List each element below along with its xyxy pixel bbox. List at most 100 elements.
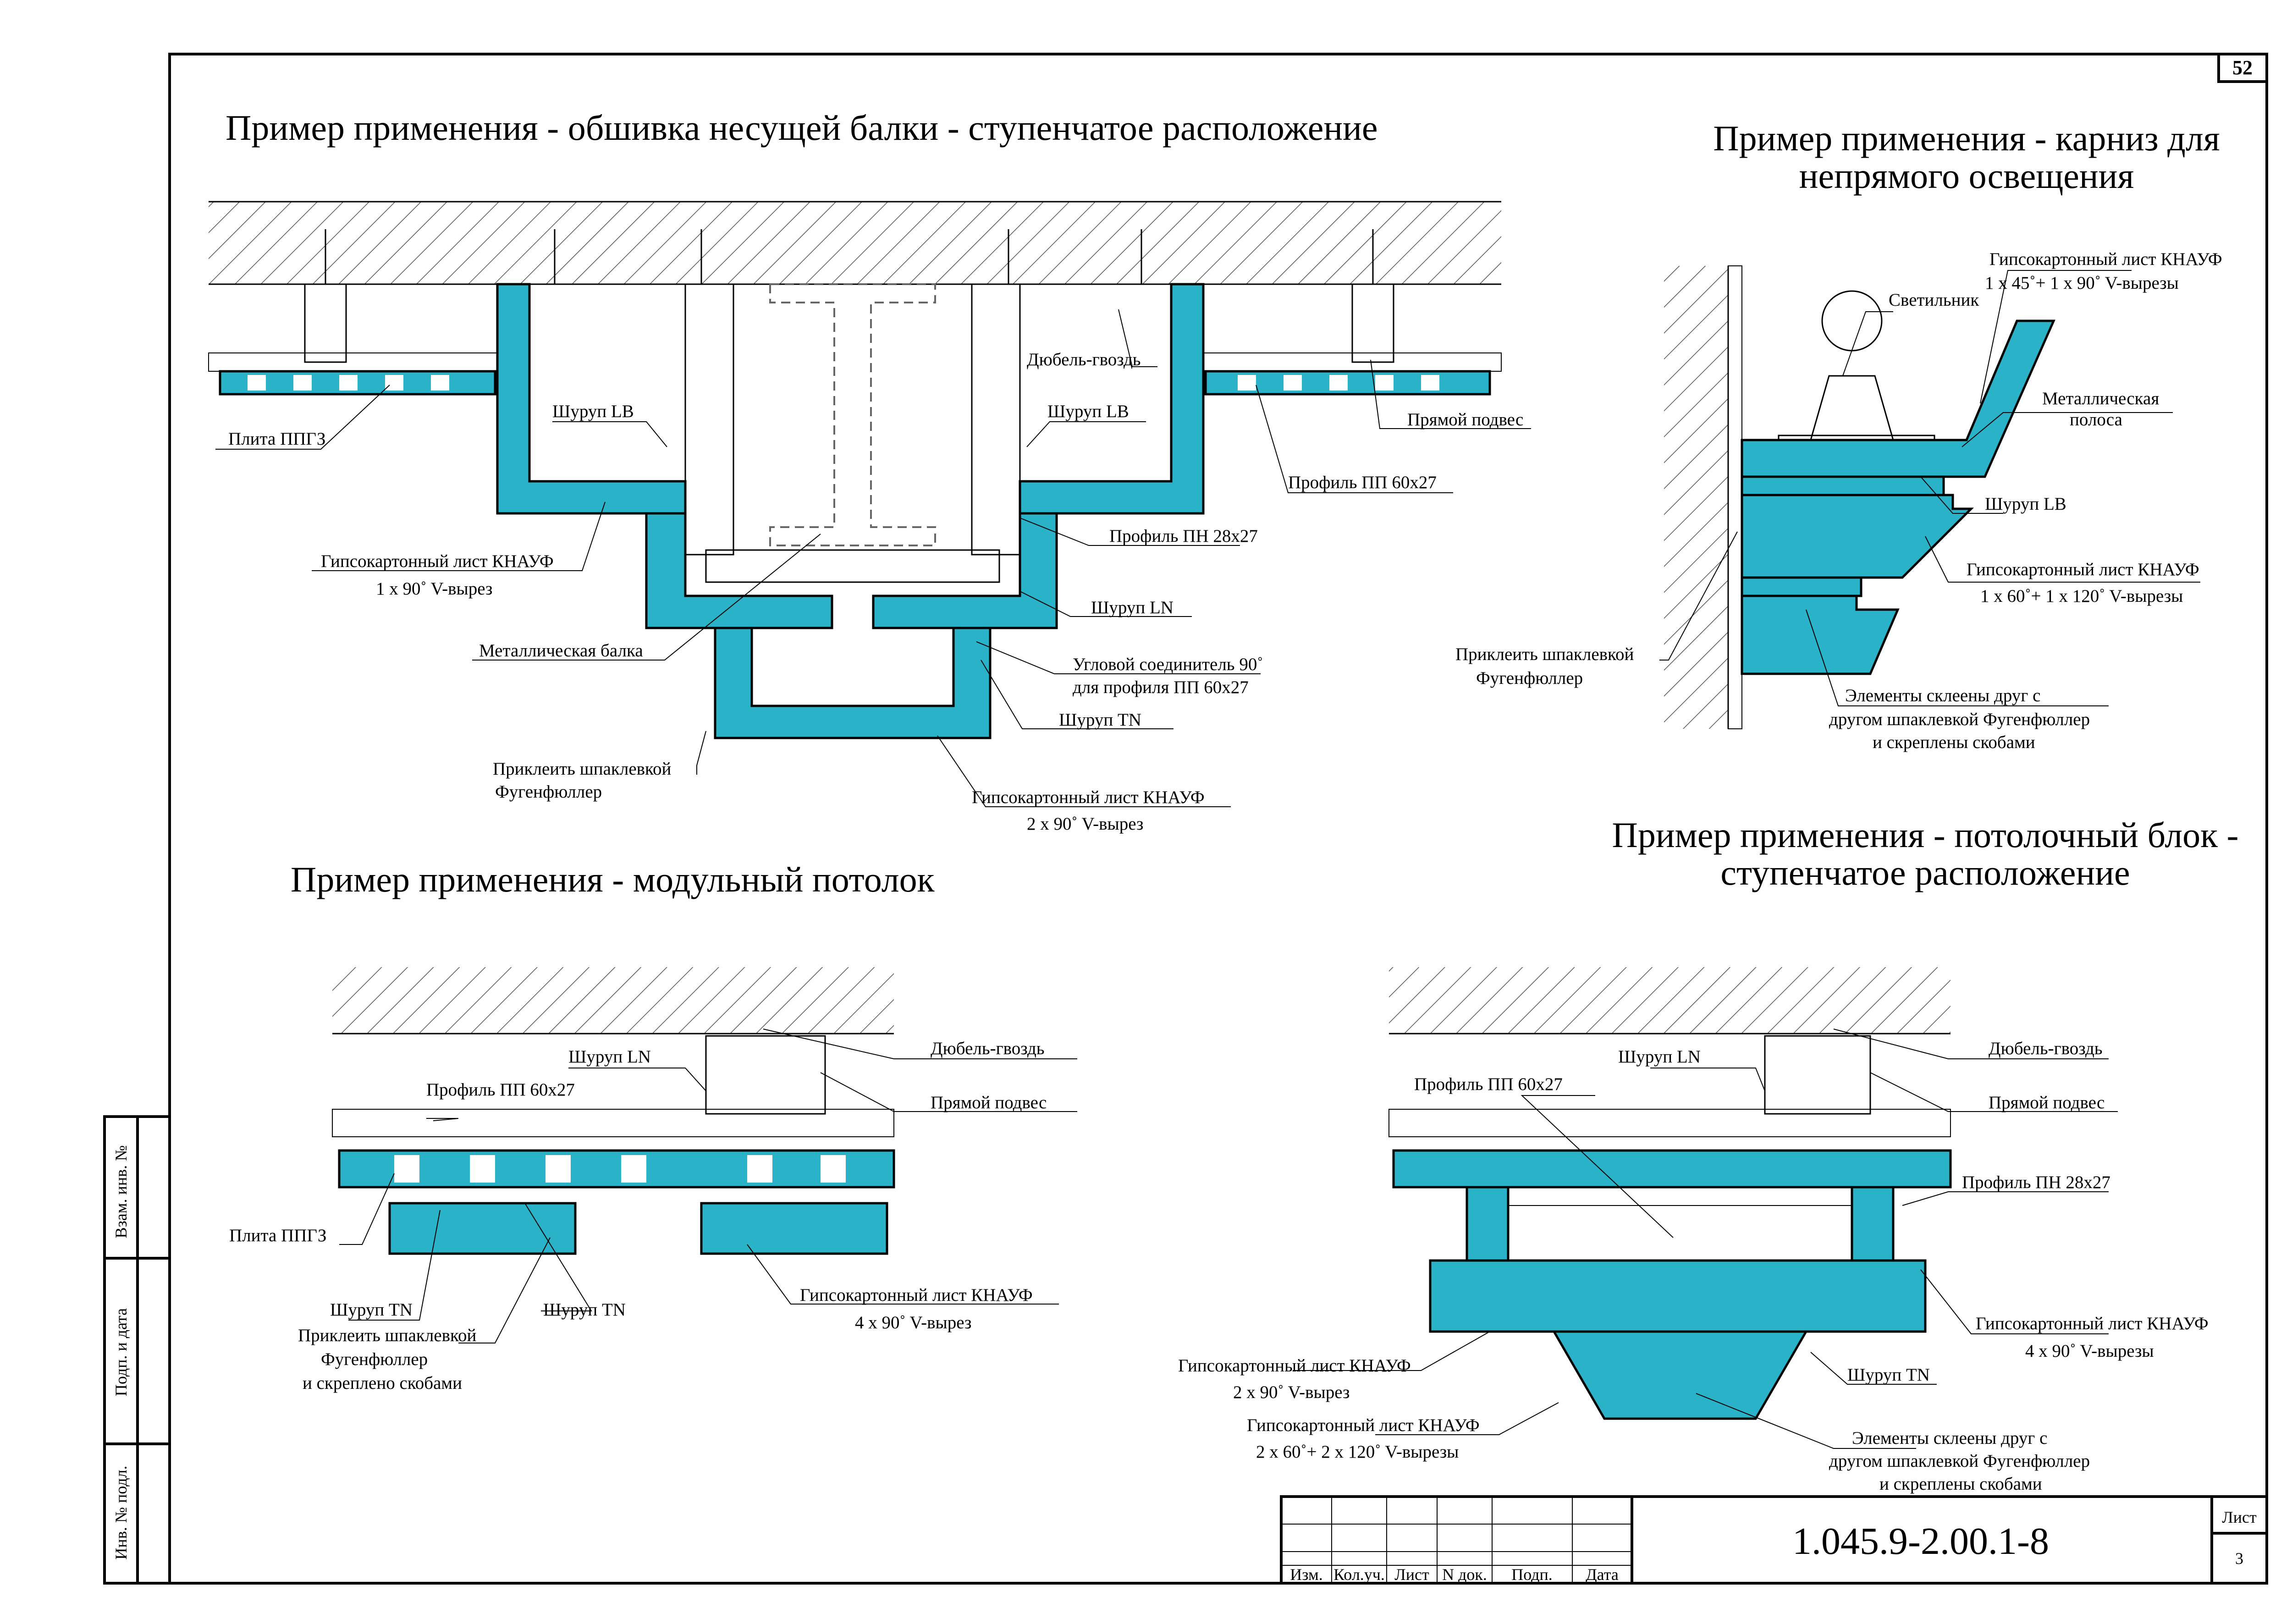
beam-gkl-right-leg [1019, 283, 1205, 515]
beam-diagram: Дюбель-гвоздь Шуруп LB Шуруп LB Прямой п… [208, 201, 1531, 834]
block-label-glued-line3: и скреплены скобами [1879, 1474, 2042, 1494]
cornice-label-gkl-mid-line2: 1 x 60˚+ 1 x 120˚ V-вырезы [1980, 586, 2183, 606]
beam-gkl-left-leg [496, 283, 687, 515]
modular-label-dowel: Дюбель-гвоздь [931, 1039, 1045, 1058]
block-label-gkl-left1-line1: Гипсокартонный лист КНАУФ [1178, 1356, 1411, 1376]
block-label-dowel: Дюбель-гвоздь [1989, 1039, 2103, 1058]
stamp-col-kolich: Кол.уч. [1333, 1565, 1385, 1584]
beam-label-gkl2-line1: Гипсокартонный лист КНАУФ [972, 787, 1205, 807]
block-board [1392, 1149, 1952, 1189]
modular-label-screw-tn-left: Шуруп TN [330, 1300, 413, 1320]
beam-label-profile-pp: Профиль ПП 60x27 [1288, 473, 1437, 492]
block-label-gkl-left2-line1: Гипсокартонный лист КНАУФ [1247, 1415, 1480, 1435]
cornice-title-line1: Пример применения - карниз для [1713, 118, 2220, 158]
cornice-wall [1664, 266, 1728, 729]
modular-label-glue-line3: и скреплено скобами [303, 1373, 462, 1393]
cornice-gkl-mid [1741, 494, 1974, 579]
modular-label-direct-hanger: Прямой подвес [931, 1093, 1047, 1112]
beam-ceiling-slab [209, 202, 1501, 284]
block-label-profile-pn: Профиль ПН 28x27 [1962, 1173, 2110, 1192]
stamp-col-podp: Подп. [1511, 1565, 1553, 1584]
modular-ceiling-slab [332, 967, 894, 1034]
block-label-gkl-right-line2: 4 x 90˚ V-вырезы [2025, 1341, 2154, 1361]
modular-label-glue-line1: Приклеить шпаклевкой [298, 1326, 476, 1345]
modular-gkl-right [700, 1202, 888, 1255]
beam-corner-connector [705, 549, 1000, 583]
beam-gkl-bottom [714, 627, 992, 739]
beam-label-direct-hanger: Прямой подвес [1407, 410, 1523, 429]
beam-hanger-left [304, 283, 347, 363]
cornice-label-glued-line1: Элементы склеены друг с [1845, 686, 2040, 705]
modular-label-screw-tn-right: Шуруп TN [543, 1300, 626, 1320]
block-label-glued-line1: Элементы склеены друг с [1852, 1428, 2047, 1448]
modular-label-gkl-line2: 4 x 90˚ V-вырез [855, 1313, 971, 1332]
beam-label-glue-line2: Фугенфюллер [495, 782, 602, 802]
cornice-label-screw-lb: Шуруп LB [1985, 494, 2066, 514]
sheet-frame [168, 53, 2268, 1585]
stamp-col-ndok: N док. [1442, 1565, 1487, 1584]
modular-board [338, 1149, 895, 1189]
cornice-gkl-bottom [1741, 595, 1900, 675]
cornice-gkl-top [1741, 319, 2055, 478]
cornice-label-gkl-top-line1: Гипсокартонный лист КНАУФ [1989, 249, 2222, 269]
block-title-line1: Пример применения - потолочный блок - [1612, 815, 2238, 855]
beam-label-metal-beam: Металлическая балка [479, 641, 643, 661]
side-stamp-replace: Взам. инв. № [112, 1145, 130, 1239]
modular-label-gkl-line1: Гипсокартонный лист КНАУФ [800, 1285, 1033, 1305]
stamp-col-izm: Изм. [1290, 1565, 1323, 1584]
beam-label-corner-line1: Угловой соединитель 90˚ [1073, 655, 1263, 674]
modular-label-glue-line2: Фугенфюллер [321, 1349, 428, 1369]
modular-gkl-left [388, 1202, 577, 1255]
beam-label-gkl1-line2: 1 x 90˚ V-вырез [376, 579, 492, 599]
beam-hanger-right [1351, 283, 1394, 363]
block-ceiling-slab [1389, 967, 1950, 1034]
block-label-profile-pp: Профиль ПП 60x27 [1414, 1074, 1563, 1094]
beam-label-gkl1-line1: Гипсокартонный лист КНАУФ [321, 551, 554, 571]
block-label-glued-line2: другом шпаклевкой Фугенфюллер [1829, 1451, 2090, 1471]
block-label-direct-hanger: Прямой подвес [1989, 1093, 2105, 1112]
cornice-label-gkl-mid-line1: Гипсокартонный лист КНАУФ [1967, 560, 2199, 579]
modular-hanger [705, 1035, 826, 1115]
beam-gkl-mid-left [645, 512, 833, 629]
beam-label-gkl2-line2: 2 x 90˚ V-вырез [1027, 814, 1143, 834]
beam-label-screw-tn: Шуруп TN [1059, 710, 1141, 730]
sheet-label: Лист [2222, 1508, 2257, 1526]
stamp-col-list: Лист [1394, 1565, 1429, 1584]
beam-label-screw-lb-right: Шуруп LB [1047, 402, 1129, 421]
sheet-number: 52 [2232, 56, 2253, 79]
block-label-gkl-right-line1: Гипсокартонный лист КНАУФ [1976, 1314, 2209, 1333]
block-label-gkl-left1-line2: 2 x 90˚ V-вырез [1233, 1382, 1350, 1402]
cornice-lamp [1821, 290, 1883, 352]
block-gkl-bottom [1552, 1330, 1808, 1420]
stamp-col-data: Дата [1586, 1565, 1619, 1584]
cornice-label-gkl-top-line2: 1 x 45˚+ 1 x 90˚ V-вырезы [1985, 273, 2179, 293]
beam-label-corner-line2: для профиля ПП 60x27 [1073, 677, 1249, 697]
block-title-line2: ступенчатое расположение [1720, 853, 2130, 892]
metal-beam [769, 283, 936, 546]
block-label-gkl-left2-line2: 2 x 60˚+ 2 x 120˚ V-вырезы [1256, 1442, 1459, 1462]
modular-diagram: Шуруп LN Дюбель-гвоздь Профиль ПП 60x27 … [229, 967, 1077, 1393]
drawing-code: 1.045.9-2.00.1-8 [1792, 1520, 2049, 1563]
sheet-value: 3 [2235, 1549, 2243, 1568]
title-block: Изм. Кол.уч. Лист N док. Подп. Дата 1.04… [1280, 1495, 2268, 1585]
modular-label-screw-ln: Шуруп LN [568, 1047, 651, 1067]
cornice-diagram: Гипсокартонный лист КНАУФ 1 x 45˚+ 1 x 9… [1455, 249, 2222, 752]
block-label-screw-tn: Шуруп TN [1847, 1365, 1930, 1385]
cornice-label-lamp: Светильник [1889, 290, 1979, 310]
cornice-label-glue-line1: Приклеить шпаклевкой [1455, 644, 1634, 664]
beam-label-profile-pn: Профиль ПН 28x27 [1109, 526, 1258, 546]
block-inner-profile [1508, 1205, 1852, 1261]
cornice-label-glue-line2: Фугенфюллер [1476, 668, 1583, 688]
cornice-label-glued-line2: другом шпаклевкой Фугенфюллер [1829, 710, 2090, 729]
block-profile [1388, 1109, 1951, 1137]
beam-title: Пример применения - обшивка несущей балк… [226, 108, 1377, 148]
beam-profile-right [971, 283, 1021, 556]
block-hanger [1764, 1035, 1871, 1115]
cornice-label-metal-strip-line2: полоса [2070, 410, 2122, 429]
block-gkl-wide [1429, 1259, 1927, 1333]
modular-label-board: Плита ППГЗ [229, 1226, 326, 1245]
beam-label-dowel: Дюбель-гвоздь [1027, 350, 1141, 369]
modular-label-profile-pp: Профиль ПП 60x27 [426, 1080, 575, 1100]
side-stamp-sign-date: Подп. и дата [112, 1308, 130, 1396]
